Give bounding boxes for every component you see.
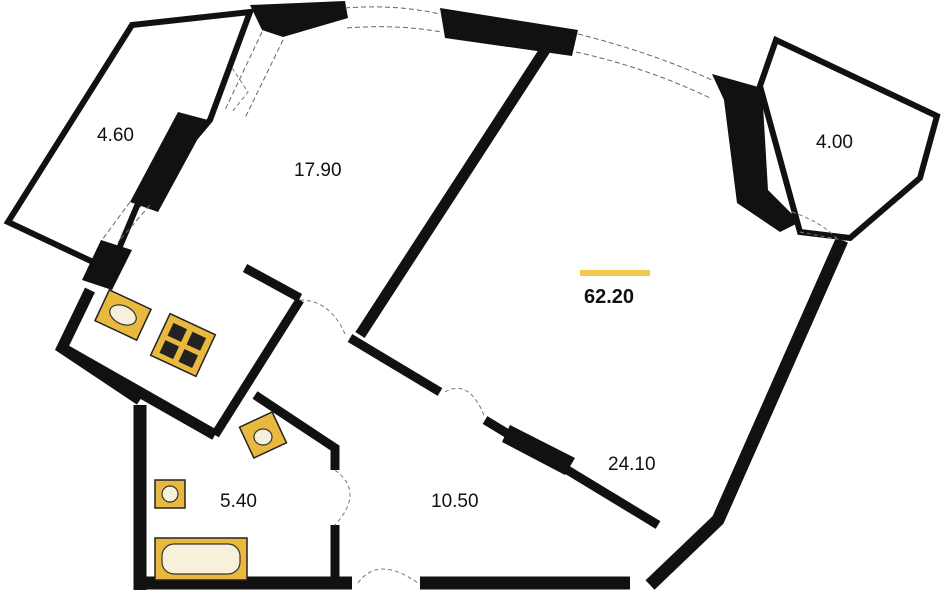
area-label-bathroom: 5.40: [220, 491, 257, 512]
area-label-kitchen-living: 17.90: [294, 160, 342, 181]
bathtub: [154, 537, 248, 581]
kitchen-sink: [93, 288, 153, 342]
area-label-balcony-left: 4.60: [97, 125, 134, 146]
inner-walls: [211, 47, 661, 583]
area-label-hallway: 10.50: [431, 491, 479, 512]
windows: [101, 6, 713, 243]
stove: [149, 312, 217, 378]
area-label-room-large: 24.10: [608, 454, 656, 475]
outer-walls: [54, 1, 848, 590]
doors: [231, 67, 843, 584]
balcony-left: [3, 8, 255, 275]
area-label-balcony-right: 4.00: [816, 132, 853, 153]
total-area-label: 62.20: [584, 286, 634, 308]
toilet: [238, 410, 288, 460]
total-area-accent-bar: [580, 270, 650, 276]
washbasin: [154, 479, 186, 509]
